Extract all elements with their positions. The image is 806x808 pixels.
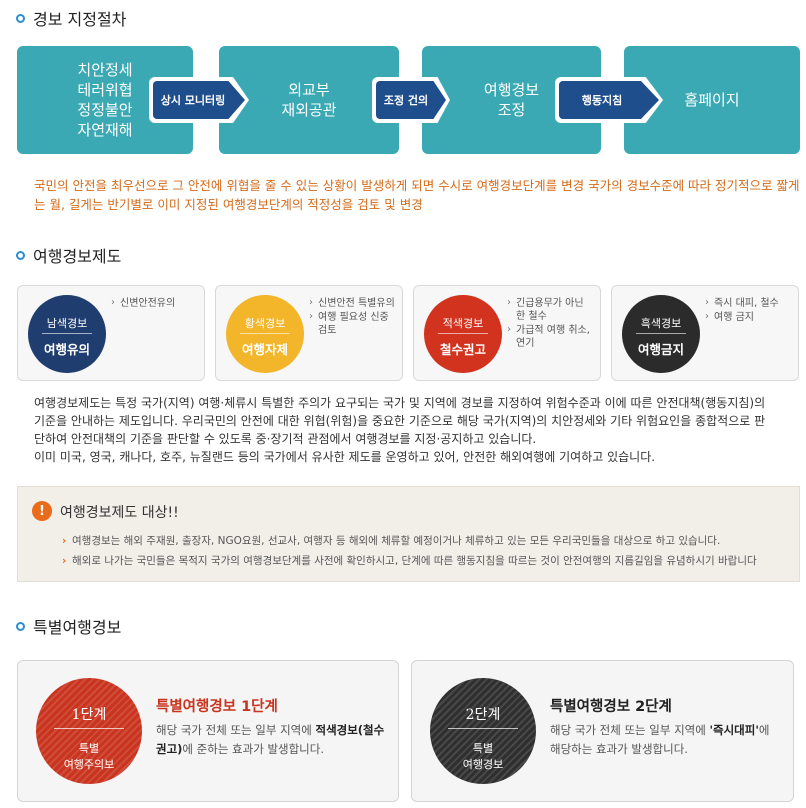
level-name: 남색경보 — [46, 317, 88, 330]
badge-divider — [636, 333, 686, 334]
flow-step-label: 홈페이지 — [684, 91, 740, 109]
flow-arrow-guideline: 행동지침 — [555, 77, 663, 123]
level-guideline-list: 긴급용무가 아닌 한 철수 가급적 여행 취소, 연기 — [507, 296, 594, 351]
flow-arrow-recommend: 조정 건의 — [372, 77, 450, 123]
badge-divider — [54, 728, 124, 729]
level-card-black: 흑색경보 여행금지 즉시 대피, 철수 여행 금지 — [611, 285, 799, 381]
flow-arrow-monitoring: 상시 모니터링 — [149, 77, 249, 123]
badge-divider — [240, 333, 290, 334]
badge-divider — [42, 333, 92, 334]
badge-texture — [36, 678, 142, 784]
special-level-badge: 2단계 특별 여행경보 — [430, 678, 536, 784]
notice-title: 여행경보제도 대상!! — [60, 505, 179, 521]
badge-name-line1: 특별 — [472, 742, 494, 755]
badge-level: 1단계 — [71, 707, 107, 723]
level-action: 여행자제 — [241, 342, 288, 357]
alert-level-cards: 남색경보 여행유의 신변안전유의 황색경보 여행자제 신변안전 특별유의 여행 … — [17, 285, 800, 381]
flow-step-label: 치안정세 테러위협 정정불안 자연재해 — [77, 61, 133, 139]
body-text: 해당 국가 전체 또는 일부 지역에 — [550, 723, 710, 737]
level-name: 적색경보 — [442, 317, 484, 330]
guideline-item: 여행 금지 — [705, 310, 792, 324]
description-paragraph: 여행경보제도는 특정 국가(지역) 여행·체류시 특별한 주의가 요구되는 국가… — [34, 396, 766, 446]
level-action: 철수권고 — [439, 342, 486, 357]
section-title-text: 특별여행경보 — [33, 618, 122, 637]
special-alert-body: 해당 국가 전체 또는 일부 지역에 '즉시대피'에 해당하는 효과가 발생합니… — [550, 721, 780, 759]
special-level-badge: 1단계 특별 여행주의보 — [36, 678, 142, 784]
guideline-item: 여행 필요성 신중 검토 — [309, 310, 396, 337]
guideline-item: 가급적 여행 취소, 연기 — [507, 323, 594, 350]
target-notice-box: ! 여행경보제도 대상!! 여행경보는 해외 주재원, 출장자, NGO요원, … — [17, 486, 800, 582]
badge-name-line2: 여행경보 — [462, 758, 504, 771]
special-alert-title: 특별여행경보 2단계 — [550, 699, 672, 715]
flow-step-label: 여행경보 조정 — [483, 81, 540, 119]
body-text: 에 준하는 효과가 발생합니다. — [182, 742, 325, 756]
level-card-blue: 남색경보 여행유의 신변안전유의 — [17, 285, 205, 381]
arrow-label: 행동지침 — [559, 81, 659, 119]
notice-list: 여행경보는 해외 주재원, 출장자, NGO요원, 선교사, 여행자 등 해외에… — [62, 531, 757, 571]
body-emphasis: 적색경보(철수권고) — [156, 723, 385, 756]
badge-texture — [430, 678, 536, 784]
level-guideline-list: 신변안전 특별유의 여행 필요성 신중 검토 — [309, 296, 396, 338]
guideline-item: 신변안전 특별유의 — [309, 296, 396, 310]
level-action: 여행유의 — [43, 342, 90, 357]
guideline-item: 신변안전유의 — [111, 296, 198, 310]
guideline-item: 긴급용무가 아닌 한 철수 — [507, 296, 594, 323]
level-badge: 적색경보 철수권고 — [424, 295, 502, 373]
system-description: 여행경보제도는 특정 국가(지역) 여행·체류시 특별한 주의가 요구되는 국가… — [34, 394, 774, 466]
badge-name-line2: 여행주의보 — [63, 758, 115, 771]
bullet-icon — [16, 13, 25, 23]
flow-step-label: 외교부 재외공관 — [281, 81, 337, 119]
special-alert-card-level2: 2단계 특별 여행경보 특별여행경보 2단계 해당 국가 전체 또는 일부 지역… — [411, 660, 794, 802]
level-guideline-list: 즉시 대피, 철수 여행 금지 — [705, 296, 792, 325]
badge-level: 2단계 — [465, 707, 501, 723]
badge-name-line1: 특별 — [78, 742, 100, 755]
guideline-item: 즉시 대피, 철수 — [705, 296, 792, 310]
bullet-icon — [16, 621, 25, 631]
notice-item: 해외로 나가는 국민들은 목적지 국가의 여행경보단계를 사전에 확인하시고, … — [62, 551, 757, 571]
level-badge: 남색경보 여행유의 — [28, 295, 106, 373]
level-action: 여행금지 — [637, 342, 684, 357]
exclamation-icon: ! — [32, 501, 52, 521]
section-title-alert-procedure: 경보 지정절차 — [16, 6, 126, 30]
level-guideline-list: 신변안전유의 — [111, 296, 198, 311]
section-title-text: 경보 지정절차 — [33, 10, 127, 29]
description-paragraph: 이미 미국, 영국, 캐나다, 호주, 뉴질랜드 등의 국가에서 유사한 제도를… — [34, 450, 656, 464]
flow-step-mofa: 외교부 재외공관 — [219, 46, 399, 154]
special-alert-body: 해당 국가 전체 또는 일부 지역에 적색경보(철수권고)에 준하는 효과가 발… — [156, 721, 386, 759]
special-alert-title: 특별여행경보 1단계 — [156, 699, 278, 715]
section-title-travel-alert-system: 여행경보제도 — [16, 243, 121, 267]
alert-process-flow: 치안정세 테러위협 정정불안 자연재해 외교부 재외공관 여행경보 조정 홈페이… — [17, 46, 800, 154]
flow-step-adjust: 여행경보 조정 — [422, 46, 601, 154]
body-text: 에 해당하는 효과가 발생합니다. — [550, 723, 770, 756]
level-name: 흑색경보 — [640, 317, 682, 330]
body-emphasis: '즉시대피' — [709, 723, 759, 737]
section-title-text: 여행경보제도 — [33, 247, 122, 266]
level-card-red: 적색경보 철수권고 긴급용무가 아닌 한 철수 가급적 여행 취소, 연기 — [413, 285, 601, 381]
body-text: 해당 국가 전체 또는 일부 지역에 — [156, 723, 316, 737]
procedure-note: 국민의 안전을 최우선으로 그 안전에 위협을 줄 수 있는 상황이 발생하게 … — [34, 178, 800, 212]
level-badge: 황색경보 여행자제 — [226, 295, 304, 373]
special-alert-card-level1: 1단계 특별 여행주의보 특별여행경보 1단계 해당 국가 전체 또는 일부 지… — [17, 660, 399, 802]
badge-divider — [448, 728, 518, 729]
section-title-special-alert: 특별여행경보 — [16, 614, 121, 638]
level-card-yellow: 황색경보 여행자제 신변안전 특별유의 여행 필요성 신중 검토 — [215, 285, 403, 381]
arrow-label: 상시 모니터링 — [153, 81, 245, 119]
bullet-icon — [16, 250, 25, 260]
arrow-label: 조정 건의 — [376, 81, 446, 119]
notice-item: 여행경보는 해외 주재원, 출장자, NGO요원, 선교사, 여행자 등 해외에… — [62, 531, 757, 551]
level-name: 황색경보 — [244, 317, 286, 330]
level-badge: 흑색경보 여행금지 — [622, 295, 700, 373]
badge-divider — [438, 333, 488, 334]
